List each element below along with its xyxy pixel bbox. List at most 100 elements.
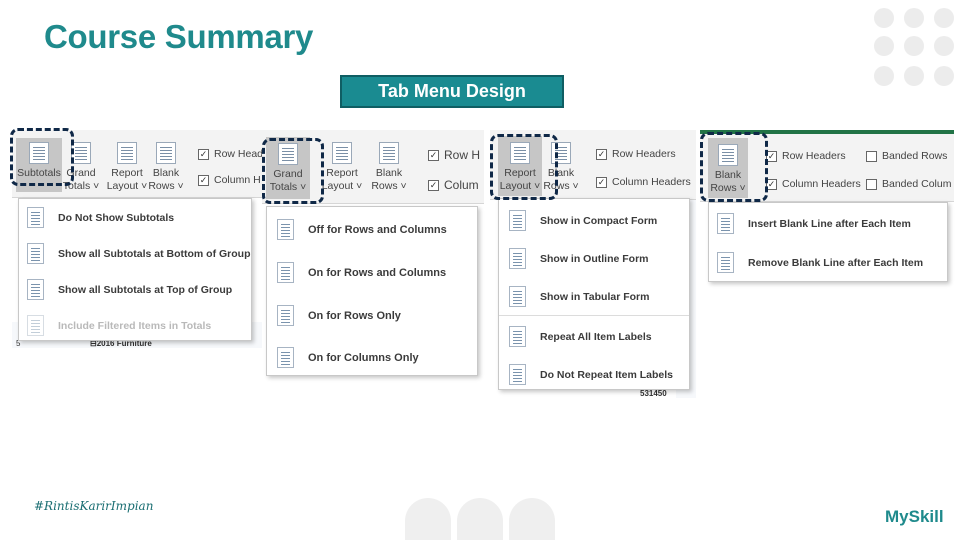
subtotals-bottom-icon (27, 243, 44, 264)
menu-item[interactable]: Show in Compact Form (499, 210, 689, 231)
column-headers-label: Colum (444, 178, 479, 192)
check-icon: ✓ (596, 148, 607, 160)
banded-columns-checkbox[interactable]: Banded Colum (866, 178, 951, 190)
menu-item[interactable]: Remove Blank Line after Each Item (709, 252, 947, 273)
menu-item-label: Repeat All Item Labels (540, 330, 652, 343)
report-layout-icon (117, 142, 137, 164)
highlight-dashed-box (490, 134, 558, 200)
check-icon: ✓ (596, 176, 607, 188)
subtotals-off-icon (27, 207, 44, 228)
grand-totals-on-icon (277, 262, 294, 283)
dot (934, 8, 954, 28)
menu-item-label: Off for Rows and Columns (308, 223, 447, 236)
column-headers-label: Column Headers (782, 178, 861, 190)
blank-rows-button[interactable]: Blank Rows ˅ (148, 142, 184, 193)
blank-rows-screenshot: Blank Rows ˅ ✓ Row Headers ✓ Column Head… (700, 130, 954, 284)
check-icon: ✓ (198, 174, 209, 186)
menu-item-label: Show in Tabular Form (540, 290, 650, 303)
menu-item[interactable]: Show in Tabular Form (499, 286, 689, 307)
grand-totals-screenshot: Grand Totals ˅ Report Layout ˅ Blank Row… (262, 130, 484, 378)
grand-totals-button[interactable]: Grand Totals ˅ (266, 137, 310, 199)
blank-rows-icon (156, 142, 176, 164)
grand-totals-icon (71, 142, 91, 164)
highlight-dashed-box (262, 138, 324, 204)
report-layout-button[interactable]: Report Layout ˅ (498, 136, 542, 196)
blank-rows-button[interactable]: Blank Rows ˅ (370, 142, 408, 193)
grand-totals-rows-icon (277, 305, 294, 326)
menu-item[interactable]: Repeat All Item Labels (499, 326, 689, 347)
menu-item-label: On for Rows and Columns (308, 266, 447, 279)
menu-item-label: Do Not Show Subtotals (58, 211, 175, 224)
check-icon: ✓ (428, 149, 439, 161)
sheet-value: 531450 (640, 389, 667, 398)
row-headers-checkbox[interactable]: ✓ Row Headers (766, 150, 846, 162)
menu-item[interactable]: Show in Outline Form (499, 248, 689, 269)
ribbon-accent-bar (700, 130, 954, 134)
menu-item[interactable]: On for Columns Only (267, 347, 477, 368)
subtotals-dropdown: Do Not Show Subtotals Show all Subtotals… (18, 198, 252, 341)
report-layout-dropdown: Show in Compact Form Show in Outline For… (498, 198, 690, 390)
column-headers-checkbox[interactable]: ✓ Column Headers (766, 178, 861, 190)
no-repeat-labels-icon (509, 364, 526, 385)
highlight-dashed-box (700, 132, 768, 202)
menu-item[interactable]: On for Rows and Columns (267, 262, 477, 283)
ribbon: Subtotals Grand Totals ˅ Report Layout ˅… (12, 130, 263, 198)
filter-icon (27, 315, 44, 336)
grand-totals-label: Grand Totals ˅ (269, 168, 307, 193)
row-headers-label: Row H (444, 148, 481, 162)
insert-blank-line-icon (717, 213, 734, 234)
menu-item[interactable]: Off for Rows and Columns (267, 219, 477, 240)
menu-divider (499, 315, 689, 316)
banded-rows-checkbox[interactable]: Banded Rows (866, 150, 947, 162)
report-layout-label: Report Layout ˅ (321, 167, 363, 192)
grand-totals-off-icon (277, 219, 294, 240)
dot (904, 66, 924, 86)
row-headers-checkbox[interactable]: ✓ Row H (428, 148, 480, 162)
menu-item[interactable]: Show all Subtotals at Bottom of Group (19, 243, 251, 264)
hashtag-text: #RintisKarirImpian (34, 499, 154, 513)
menu-item[interactable]: Do Not Repeat Item Labels (499, 364, 689, 385)
subtotals-icon (29, 142, 49, 164)
row-headers-checkbox[interactable]: ✓ Row Head (198, 148, 263, 160)
ribbon: Grand Totals ˅ Report Layout ˅ Blank Row… (262, 130, 484, 204)
menu-item-label: Insert Blank Line after Each Item (748, 217, 911, 230)
decorative-arch (457, 498, 503, 540)
report-layout-icon (332, 142, 352, 164)
outline-form-icon (509, 248, 526, 269)
brand-logo: MySkill (885, 507, 944, 526)
column-headers-checkbox[interactable]: ✓ Column Headers (596, 176, 691, 188)
dot (934, 36, 954, 56)
menu-item-label: Show all Subtotals at Bottom of Group (58, 247, 251, 260)
row-headers-label: Row Head (214, 148, 264, 160)
column-headers-checkbox[interactable]: ✓ Column H (198, 174, 261, 186)
menu-item[interactable]: Insert Blank Line after Each Item (709, 213, 947, 234)
menu-item-label: On for Rows Only (308, 309, 401, 322)
menu-item[interactable]: Show all Subtotals at Top of Group (19, 279, 251, 300)
menu-item[interactable]: On for Rows Only (267, 305, 477, 326)
subtotals-label: Subtotals (17, 167, 61, 179)
checkbox-empty-icon (866, 150, 877, 162)
grand-totals-dropdown: Off for Rows and Columns On for Rows and… (266, 206, 478, 376)
subtotals-screenshot: Subtotals Grand Totals ˅ Report Layout ˅… (10, 128, 263, 348)
decorative-arch (509, 498, 555, 540)
repeat-labels-icon (509, 326, 526, 347)
sheet-cell: ⊟2016 Furniture (90, 339, 152, 348)
row-headers-checkbox[interactable]: ✓ Row Headers (596, 148, 676, 160)
menu-item-label: Show all Subtotals at Top of Group (58, 283, 233, 296)
report-layout-label: Report Layout ˅ (499, 167, 541, 192)
report-layout-icon (510, 142, 530, 164)
banded-columns-label: Banded Colum (882, 178, 952, 190)
tab-menu-design-label: Tab Menu Design (340, 75, 564, 108)
highlight-dashed-box (10, 128, 74, 186)
subtotals-top-icon (27, 279, 44, 300)
page-title: Course Summary (44, 18, 314, 55)
column-headers-checkbox[interactable]: ✓ Colum (428, 178, 479, 192)
menu-item[interactable]: Do Not Show Subtotals (19, 207, 251, 228)
checkbox-empty-icon (866, 178, 877, 190)
blank-rows-icon (379, 142, 399, 164)
report-layout-button[interactable]: Report Layout ˅ (320, 142, 364, 193)
report-layout-button[interactable]: Report Layout ˅ (106, 142, 148, 193)
blank-rows-button[interactable]: Blank Rows ˅ (708, 138, 748, 198)
tabular-form-icon (509, 286, 526, 307)
banded-rows-label: Banded Rows (882, 150, 948, 162)
